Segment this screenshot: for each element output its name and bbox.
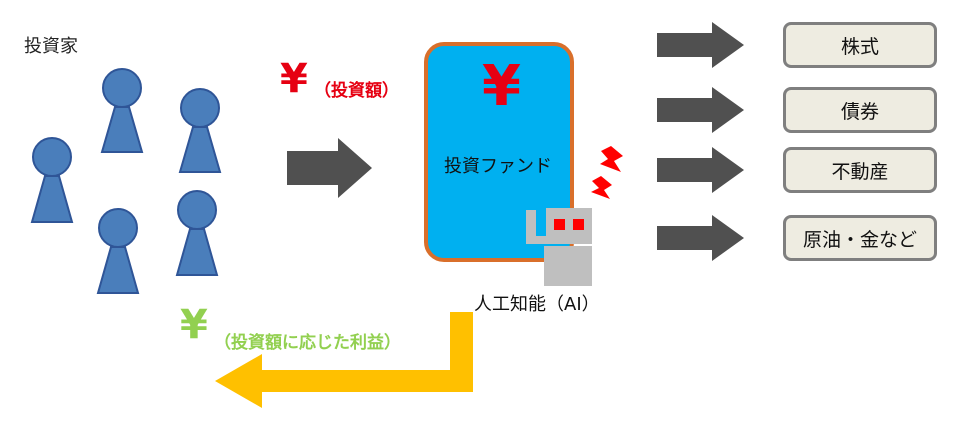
- fund-yen-symbol: ¥: [482, 54, 521, 119]
- investment-amount-label: （投資額）: [314, 81, 399, 101]
- investment-yen-symbol: ¥: [280, 56, 308, 102]
- lightning-icon: [591, 176, 612, 199]
- person-icon: [100, 68, 144, 153]
- arrow-right-icon: [287, 138, 372, 198]
- fund-label: 投資ファンド: [444, 156, 552, 177]
- return-profit-label: （投資額に応じた利益）: [214, 333, 401, 353]
- person-icon: [30, 137, 74, 223]
- robot-icon: [526, 208, 592, 286]
- ai-label: 人工知能（AI）: [474, 294, 600, 315]
- asset-box-bonds: 債券: [783, 87, 937, 133]
- person-icon: [175, 190, 219, 276]
- asset-box-real-estate: 不動産: [783, 147, 937, 193]
- investors-label: 投資家: [24, 36, 78, 57]
- arrow-right-icon: [657, 215, 744, 261]
- arrow-right-icon: [657, 147, 744, 193]
- return-yen-symbol: ¥: [180, 302, 208, 348]
- return-arrow-icon: [215, 312, 473, 408]
- asset-box-stocks: 株式: [783, 22, 937, 68]
- arrow-right-icon: [657, 87, 744, 133]
- person-icon: [96, 208, 140, 294]
- lightning-icon: [600, 146, 623, 172]
- person-icon: [178, 88, 222, 173]
- asset-box-commodities: 原油・金など: [783, 215, 937, 261]
- arrow-right-icon: [657, 22, 744, 68]
